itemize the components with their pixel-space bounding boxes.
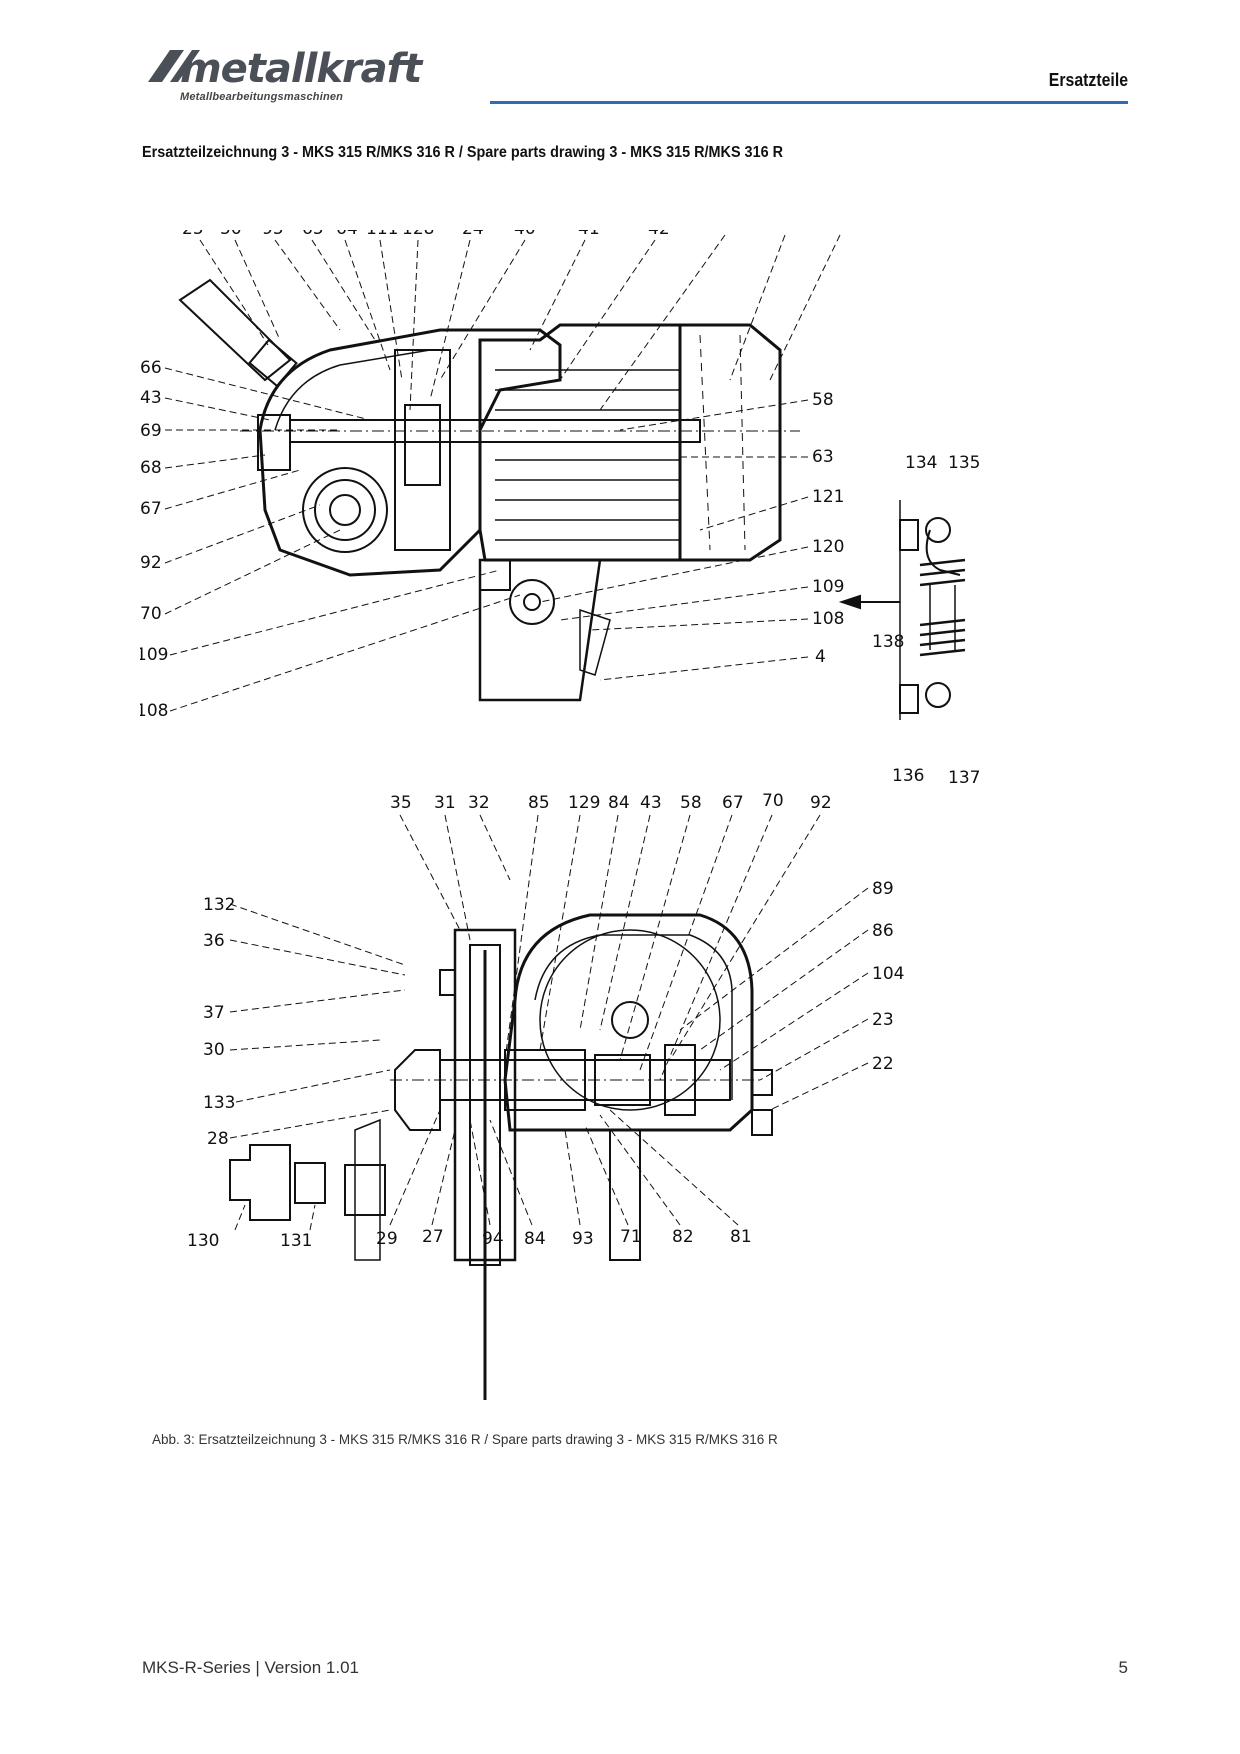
svg-text:111: 111 [366,230,398,239]
svg-text:28: 28 [207,1129,229,1149]
spare-parts-drawing: 25509565 6411112824 40414259 5756 664369… [140,230,980,1400]
svg-text:43: 43 [640,793,662,813]
svg-text:82: 82 [672,1227,694,1247]
metallkraft-logo: metallkraft [148,46,425,92]
svg-text:metallkraft: metallkraft [180,46,424,92]
svg-text:84: 84 [524,1229,546,1249]
svg-text:86: 86 [872,921,894,941]
svg-text:89: 89 [872,879,894,899]
svg-text:59: 59 [715,230,737,235]
svg-text:94: 94 [482,1229,504,1249]
svg-text:63: 63 [812,447,834,467]
svg-text:22: 22 [872,1054,894,1074]
figure-caption: Abb. 3: Ersatzteilzeichnung 3 - MKS 315 … [152,1432,778,1447]
svg-text:35: 35 [390,793,412,813]
svg-text:70: 70 [140,604,162,624]
header-rule [490,101,1128,104]
svg-text:93: 93 [572,1229,594,1249]
svg-text:67: 67 [722,793,744,813]
svg-text:41: 41 [578,230,600,239]
svg-text:69: 69 [140,421,162,441]
svg-text:138: 138 [872,632,904,652]
svg-text:121: 121 [812,487,844,507]
svg-text:129: 129 [568,793,600,813]
svg-text:31: 31 [434,793,456,813]
svg-text:29: 29 [376,1229,398,1249]
svg-text:25: 25 [182,230,204,239]
svg-text:95: 95 [262,230,284,239]
gearbox-section-view [229,913,773,1400]
svg-text:27: 27 [422,1227,444,1247]
spring-assembly [899,500,966,720]
svg-text:71: 71 [620,1227,642,1247]
section-title: Ersatzteile [1048,70,1128,90]
svg-text:108: 108 [812,609,844,629]
svg-text:135: 135 [948,453,980,473]
svg-text:130: 130 [187,1231,219,1251]
svg-text:67: 67 [140,499,162,519]
page-number: 5 [1118,1658,1128,1677]
svg-text:68: 68 [140,458,162,478]
svg-text:109: 109 [140,645,168,665]
svg-text:65: 65 [302,230,324,239]
svg-text:66: 66 [140,358,162,378]
svg-text:43: 43 [140,388,162,408]
svg-text:58: 58 [680,793,702,813]
svg-text:58: 58 [812,390,834,410]
svg-text:108: 108 [140,701,168,721]
svg-text:137: 137 [948,768,980,788]
svg-text:30: 30 [203,1040,225,1060]
svg-text:133: 133 [203,1093,235,1113]
motor-assembly-view [178,278,900,702]
svg-text:4: 4 [815,647,826,667]
callout-labels: 25509565 6411112824 40414259 5756 664369… [140,230,980,1251]
svg-text:32: 32 [468,793,490,813]
svg-text:104: 104 [872,964,904,984]
svg-text:42: 42 [648,230,670,239]
svg-text:56: 56 [835,230,857,235]
svg-text:57: 57 [780,230,802,235]
svg-text:128: 128 [402,230,434,239]
svg-text:40: 40 [514,230,536,239]
svg-text:70: 70 [762,791,784,811]
svg-text:23: 23 [872,1010,894,1030]
svg-text:120: 120 [812,537,844,557]
svg-text:36: 36 [203,931,225,951]
leader-lines [164,234,869,1231]
svg-text:136: 136 [892,766,924,786]
drawing-title: Ersatzteilzeichnung 3 - MKS 315 R/MKS 31… [142,144,783,161]
svg-text:109: 109 [812,577,844,597]
svg-text:131: 131 [280,1231,312,1251]
svg-text:24: 24 [462,230,484,239]
svg-text:134: 134 [905,453,937,473]
svg-text:132: 132 [203,895,235,915]
svg-text:64: 64 [336,230,358,239]
svg-text:84: 84 [608,793,630,813]
svg-text:92: 92 [140,553,162,573]
brand-subtitle: Metallbearbeitungsmaschinen [180,91,344,103]
svg-text:85: 85 [528,793,550,813]
svg-text:37: 37 [203,1003,225,1023]
svg-text:50: 50 [220,230,242,239]
footer-series: MKS-R-Series | Version 1.01 [142,1658,359,1677]
svg-text:81: 81 [730,1227,752,1247]
svg-text:92: 92 [810,793,832,813]
